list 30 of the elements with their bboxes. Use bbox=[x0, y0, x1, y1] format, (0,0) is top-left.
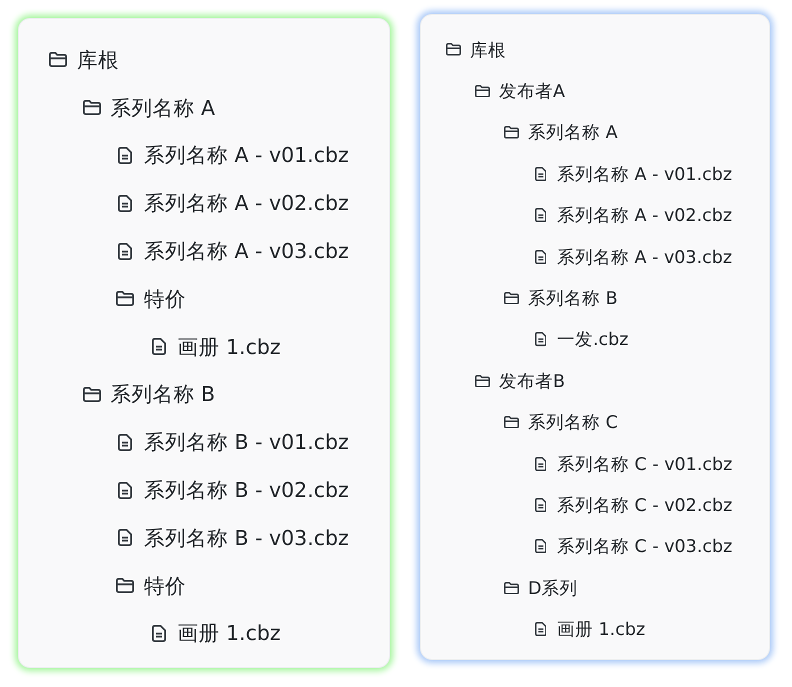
file-name: 系列名称 B - v03.cbz bbox=[144, 524, 349, 552]
file-name: 系列名称 B - v02.cbz bbox=[144, 477, 349, 504]
panel bbox=[18, 18, 390, 668]
folder-name: 系列名称 C bbox=[528, 412, 618, 434]
file-name: 画册 1.cbz bbox=[556, 619, 646, 642]
file-name: 系列名称 B - v01.cbz bbox=[144, 429, 349, 456]
file-name: 系列名称 C - v01.cbz bbox=[556, 454, 732, 476]
file-name: 一发.cbz bbox=[556, 329, 628, 352]
file-name: 系列名称 C - v02.cbz bbox=[556, 494, 732, 517]
file-name: 系列名称 A - v02.cbz bbox=[144, 190, 349, 218]
file-name: 系列名称 C - v03.cbz bbox=[556, 536, 732, 558]
folder-name: 库根 bbox=[470, 40, 506, 62]
folder-name: 特价 bbox=[144, 572, 186, 600]
folder-name: 系列名称 B bbox=[110, 381, 216, 408]
file-name: 系列名称 A - v03.cbz bbox=[144, 238, 349, 266]
panel bbox=[420, 14, 770, 660]
folder-name: D系列 bbox=[528, 578, 578, 600]
folder-name: 发布者A bbox=[499, 81, 565, 104]
file-name: 画册 1.cbz bbox=[178, 334, 281, 361]
file-name: 系列名称 A - v01.cbz bbox=[556, 164, 732, 186]
folder-name: 系列名称 B bbox=[528, 288, 618, 310]
file-name: 画册 1.cbz bbox=[178, 620, 281, 648]
file-name: 系列名称 A - v02.cbz bbox=[556, 205, 732, 228]
folder-name: 发布者B bbox=[499, 370, 566, 393]
folder-name: 系列名称 A bbox=[528, 122, 618, 144]
file-name: 系列名称 A - v01.cbz bbox=[144, 142, 349, 170]
folder-name: 库根 bbox=[77, 46, 119, 74]
folder-name: 特价 bbox=[144, 286, 186, 313]
folder-name: 系列名称 A bbox=[110, 94, 216, 122]
file-name: 系列名称 A - v03.cbz bbox=[556, 246, 732, 269]
